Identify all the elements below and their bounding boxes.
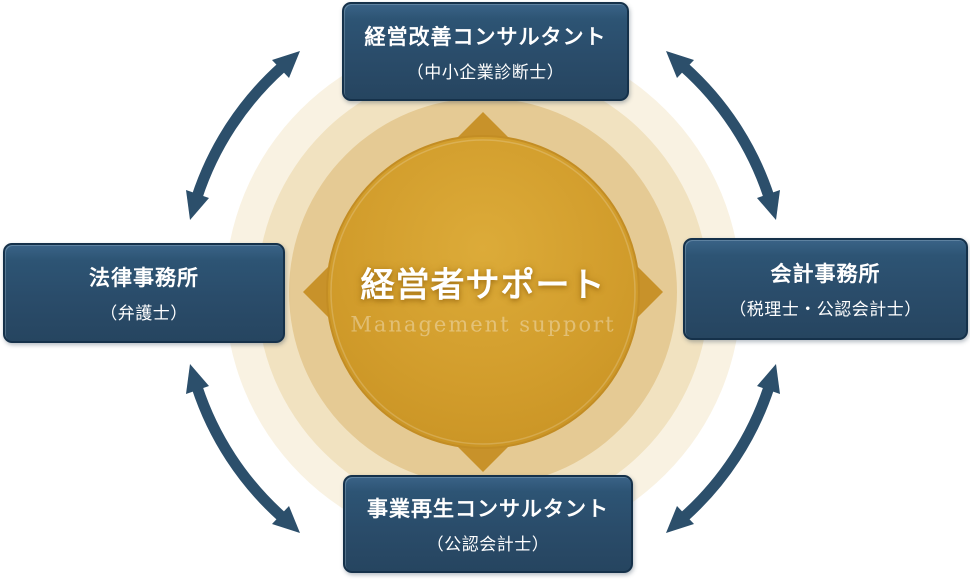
center-circle-highlight	[330, 139, 636, 445]
node-subtitle: （中小企業診断士）	[406, 62, 565, 83]
node-subtitle: （公認会計士）	[426, 535, 550, 555]
node-subtitle: （税理士・公認会計士）	[729, 300, 922, 320]
node-title: 法律事務所	[89, 265, 199, 290]
node-subtitle: （弁護士）	[100, 304, 188, 324]
node-title: 経営改善コンサルタント	[364, 23, 607, 49]
node-accounting-office: 会計事務所 （税理士・公認会計士）	[683, 238, 968, 340]
node-title: 事業再生コンサルタント	[367, 496, 609, 521]
node-management-improvement-consultant: 経営改善コンサルタント （中小企業診断士）	[342, 2, 629, 101]
node-business-revitalization-consultant: 事業再生コンサルタント （公認会計士）	[343, 475, 633, 573]
node-title: 会計事務所	[770, 261, 881, 286]
node-law-office: 法律事務所 （弁護士）	[3, 243, 285, 343]
center-circle	[326, 135, 640, 449]
